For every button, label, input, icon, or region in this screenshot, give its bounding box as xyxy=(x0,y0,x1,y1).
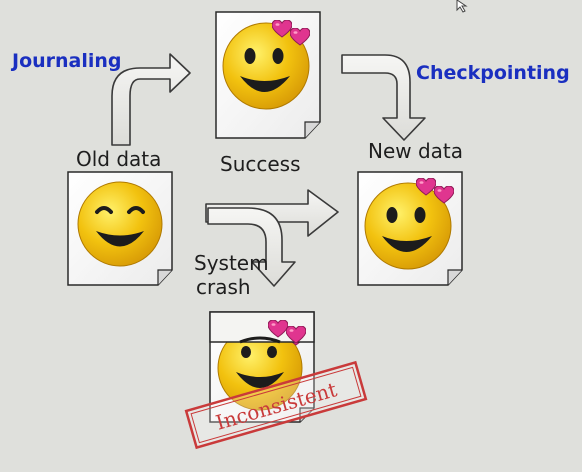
journaling-label: Journaling xyxy=(10,50,122,72)
arrow-journal-to-new xyxy=(341,54,426,141)
old-data-label: Old data xyxy=(76,147,161,171)
inconsistent-stamp: Inconsistent xyxy=(184,360,368,450)
mouse-cursor-icon xyxy=(456,0,468,13)
smiley-hearts-icon xyxy=(364,178,454,270)
system-crash-label-line1: System xyxy=(194,251,269,275)
smiley-plain-icon xyxy=(77,181,163,267)
success-label: Success xyxy=(220,152,301,176)
smiley-hearts-icon xyxy=(222,20,310,110)
old-data-document xyxy=(67,171,173,286)
new-data-label: New data xyxy=(368,139,463,163)
system-crash-label-line2: crash xyxy=(196,275,251,299)
checkpointing-label: Checkpointing xyxy=(416,62,570,84)
arrow-old-to-journal xyxy=(111,53,191,146)
crash-document xyxy=(209,311,315,423)
journal-document xyxy=(215,11,321,139)
arrow-system-crash xyxy=(207,207,296,287)
smiley-partial-hearts-icon xyxy=(217,320,306,411)
new-data-document xyxy=(357,171,463,286)
